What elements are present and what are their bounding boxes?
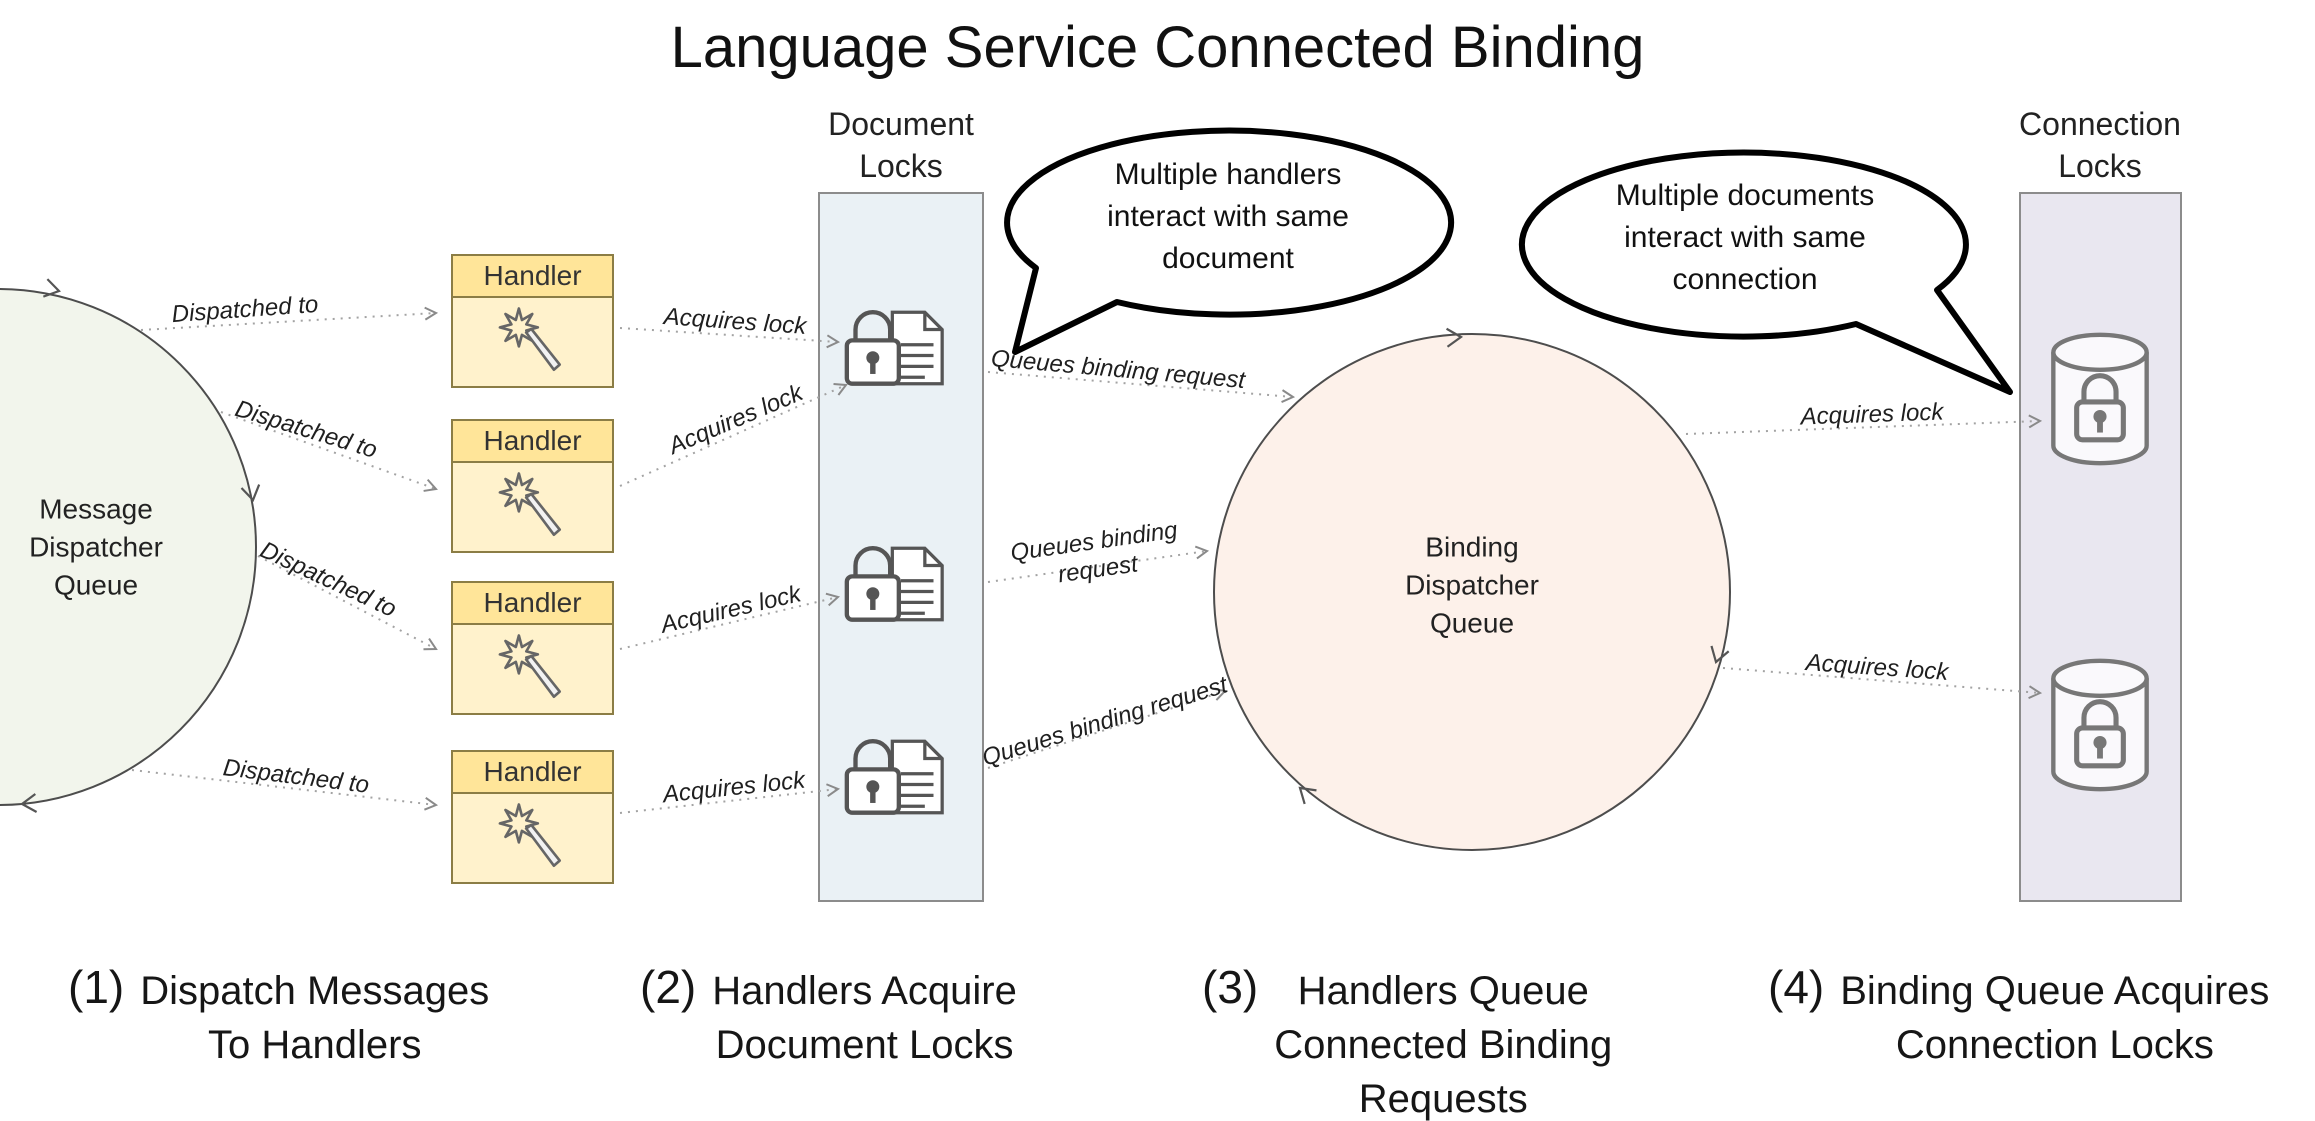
- edge-label-queues-binding-request: Queues binding request: [1008, 516, 1180, 589]
- handler-box-1: Handler: [451, 254, 614, 388]
- edge-label-queues-binding-request: Queues binding request: [989, 344, 1247, 395]
- edge-label-dispatched-to: Dispatched to: [232, 395, 381, 464]
- edge-label-acquires-lock: Acquires lock: [664, 379, 807, 460]
- speech-bubble-left-text: Multiple handlers interact with same doc…: [1107, 158, 1349, 275]
- document-locks-label: Document Locks: [828, 106, 974, 184]
- caption-step-3-number: (3): [1202, 961, 1259, 1013]
- speech-bubble-right-text: Multiple documents interact with same co…: [1615, 179, 1875, 296]
- edge-label-queues-binding-request: Queues binding request: [979, 671, 1231, 772]
- edge-label-dispatched-to: Dispatched to: [255, 536, 401, 623]
- edge-label-dispatched-to: Dispatched to: [221, 754, 371, 799]
- caption-step-1-text: Dispatch Messages To Handlers: [140, 969, 490, 1067]
- handler-box-3-title: Handler: [453, 583, 612, 625]
- database-lock-icon: [2046, 329, 2154, 474]
- magic-wand-icon: [497, 634, 567, 709]
- handler-box-2: Handler: [451, 419, 614, 553]
- caption-step-2-text: Handlers Acquire Document Locks: [712, 969, 1017, 1067]
- caption-step-3: (3) Handlers Queue Connected Binding Req…: [1202, 962, 1612, 1121]
- caption-step-4: (4) Binding Queue Acquires Connection Lo…: [1768, 962, 2269, 1072]
- caption-step-1: (1) Dispatch Messages To Handlers: [68, 962, 489, 1072]
- binding-dispatcher-queue-circle: [1213, 333, 1731, 851]
- document-lock-icon: [836, 726, 966, 834]
- caption-step-3-text: Handlers Queue Connected Binding Request…: [1274, 969, 1613, 1121]
- edge-label-acquires-lock: Acquires lock: [658, 580, 804, 639]
- document-lock-icon: [836, 533, 966, 641]
- database-lock-icon: [2046, 655, 2154, 800]
- binding-dispatcher-queue-label: Binding Dispatcher Queue: [1405, 531, 1539, 638]
- handler-box-2-title: Handler: [453, 421, 612, 463]
- caption-step-4-text: Binding Queue Acquires Connection Locks: [1840, 969, 2270, 1067]
- document-lock-icon: [836, 297, 966, 405]
- edge-label-acquires-lock: Acquires lock: [1804, 649, 1950, 686]
- caption-step-4-number: (4): [1768, 961, 1825, 1013]
- message-dispatcher-queue-label: Message Dispatcher Queue: [29, 493, 163, 600]
- handler-box-4-title: Handler: [453, 752, 612, 794]
- handler-box-4: Handler: [451, 750, 614, 884]
- edge-label-acquires-lock: Acquires lock: [661, 766, 807, 809]
- magic-wand-icon: [497, 307, 567, 382]
- magic-wand-icon: [497, 803, 567, 878]
- edge-label-dispatched-to: Dispatched to: [170, 290, 320, 329]
- magic-wand-icon: [497, 472, 567, 547]
- caption-step-1-number: (1): [68, 961, 125, 1013]
- caption-step-2-number: (2): [640, 961, 697, 1013]
- handler-box-1-title: Handler: [453, 256, 612, 298]
- edge-label-acquires-lock: Acquires lock: [1800, 398, 1944, 431]
- connection-locks-label: Connection Locks: [2019, 106, 2181, 184]
- diagram-title: Language Service Connected Binding: [670, 15, 1645, 80]
- edge-label-acquires-lock: Acquires lock: [662, 303, 808, 340]
- caption-step-2: (2) Handlers Acquire Document Locks: [640, 962, 1017, 1072]
- acquires-document-lock-connectors: [619, 327, 848, 814]
- handler-box-3: Handler: [451, 581, 614, 715]
